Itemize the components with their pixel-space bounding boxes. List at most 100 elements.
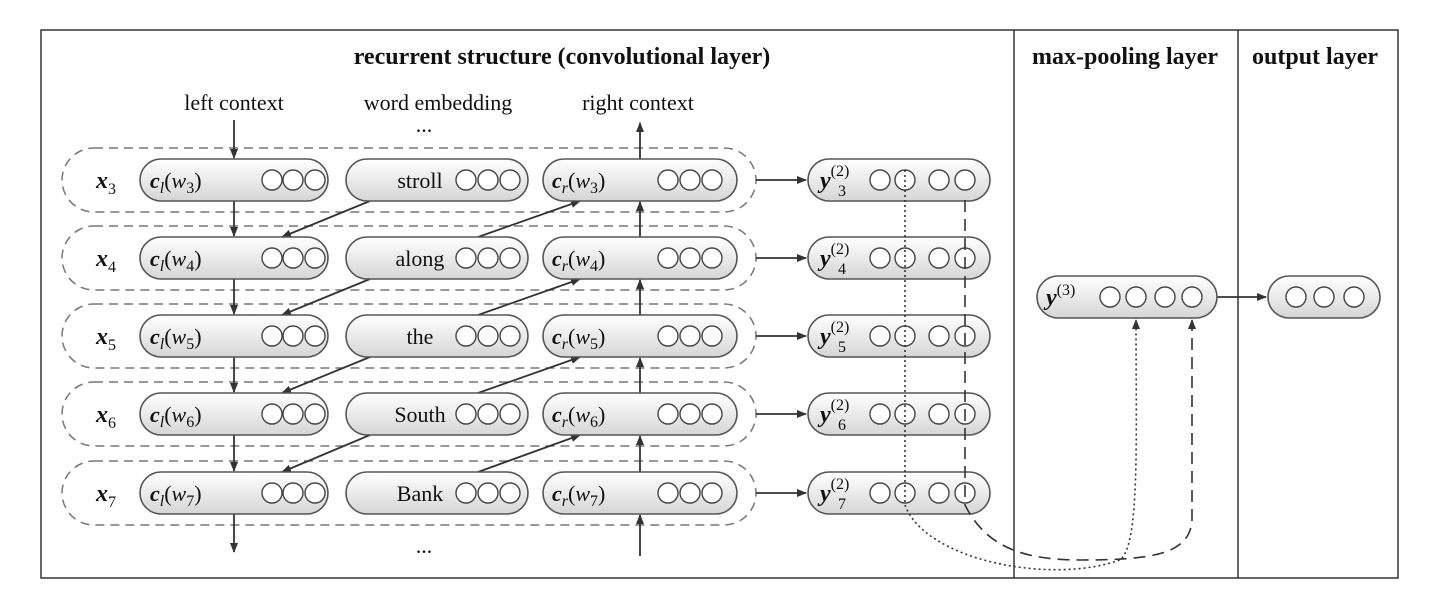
left-context-node-5-unit-1 — [261, 482, 283, 504]
input-x-label-2: x4 — [95, 246, 116, 276]
word-to-next-left-4 — [281, 434, 371, 473]
right-context-node-1-unit-2 — [679, 169, 701, 191]
left-context-label-5: cl(w7) — [150, 481, 202, 510]
maxpool-node-unit-2 — [1125, 286, 1147, 308]
word-embedding-node-2-unit-3 — [499, 247, 521, 269]
left-context-node-1-unit-2 — [282, 169, 304, 191]
right-context-node-2-unit-3 — [701, 247, 723, 269]
word-embedding-node-3-unit-1 — [455, 325, 477, 347]
left-context-label-2: cl(w4) — [150, 246, 202, 275]
latent-y2-label-4: y(2)6 — [817, 397, 849, 434]
latent-y2-node-3-unit-1 — [869, 325, 891, 347]
right-context-node-3-unit-2 — [679, 325, 701, 347]
left-context-node-4 — [139, 392, 329, 436]
word-embedding-node-5-unit-3 — [499, 482, 521, 504]
right-context-node-2-unit-2 — [679, 247, 701, 269]
latent-y2-node-4-unit-2 — [894, 403, 916, 425]
latent-y2-node-1-unit-3 — [928, 169, 950, 191]
right-context-node-5-unit-3 — [701, 482, 723, 504]
latent-y2-node-2-unit-2 — [894, 247, 916, 269]
left-context-node-3 — [139, 314, 329, 358]
left-context-label-3: cl(w5) — [150, 324, 202, 353]
left-context-node-4-unit-1 — [261, 403, 283, 425]
outer-frame — [40, 29, 1399, 579]
right-context-label-4: cr(w6) — [552, 402, 605, 431]
left-context-node-1-unit-3 — [304, 169, 326, 191]
word-embedding-node-2-unit-2 — [477, 247, 499, 269]
left-context-node-3-unit-2 — [282, 325, 304, 347]
latent-y2-label-2: y(2)4 — [817, 241, 849, 278]
word-embedding-node-5 — [345, 471, 529, 515]
left-context-node-2 — [139, 236, 329, 280]
word-embedding-node-5-unit-2 — [477, 482, 499, 504]
word-to-next-left-2 — [281, 278, 371, 316]
word-embedding-node-1-unit-1 — [455, 169, 477, 191]
maxpool-node-unit-4 — [1181, 286, 1203, 308]
word-embedding-node-1-unit-3 — [499, 169, 521, 191]
left-context-label-4: cl(w6) — [150, 402, 202, 431]
left-context-node-5 — [139, 471, 329, 515]
latent-y2-node-5-unit-2 — [894, 482, 916, 504]
latent-y2-label-5: y(2)7 — [817, 476, 849, 513]
latent-y2-node-2-unit-1 — [869, 247, 891, 269]
maxpool-node-unit-3 — [1154, 286, 1176, 308]
word-to-prev-right-3 — [477, 278, 581, 316]
right-context-label-2: cr(w4) — [552, 246, 605, 275]
input-x-label-3: x5 — [95, 324, 116, 354]
left-context-node-4-unit-3 — [304, 403, 326, 425]
output-layer-title: output layer — [1252, 44, 1378, 70]
ellipsis-bottom: ... — [416, 533, 433, 558]
left-context-node-2-unit-2 — [282, 247, 304, 269]
latent-y2-node-5-unit-3 — [928, 482, 950, 504]
pooling-connections — [904, 170, 1196, 571]
word-to-prev-right-2 — [477, 200, 581, 238]
right-context-label-1: cr(w3) — [552, 168, 605, 197]
left-context-node-4-unit-2 — [282, 403, 304, 425]
right-context-node-5-unit-2 — [679, 482, 701, 504]
word-label-5: Bank — [397, 481, 443, 506]
right-context-node-4-unit-3 — [701, 403, 723, 425]
right-context-node-4-unit-1 — [657, 403, 679, 425]
word-embedding-node-4-unit-3 — [499, 403, 521, 425]
word-embedding-node-4-unit-1 — [455, 403, 477, 425]
maxpool-node-label: y(3) — [1043, 282, 1075, 311]
left-context-node-5-unit-2 — [282, 482, 304, 504]
word-embedding-node-2 — [345, 236, 529, 280]
left-context-node-5-unit-3 — [304, 482, 326, 504]
right-context-label: right context — [582, 90, 694, 115]
right-context-node-2-unit-1 — [657, 247, 679, 269]
right-context-node-3-unit-3 — [701, 325, 723, 347]
word-embedding-node-1-unit-2 — [477, 169, 499, 191]
left-context-node-2-unit-3 — [304, 247, 326, 269]
word-label-2: along — [396, 246, 445, 271]
dashed-maxpool-path — [964, 200, 1196, 561]
latent-y2-label-1: y(2)3 — [817, 163, 849, 200]
word-label-1: stroll — [397, 168, 442, 193]
word-embedding-node-4-unit-2 — [477, 403, 499, 425]
left-context-node-3-unit-1 — [261, 325, 283, 347]
word-embedding-label: word embedding — [364, 90, 512, 115]
right-context-node-1-unit-3 — [701, 169, 723, 191]
left-context-node-3-unit-3 — [304, 325, 326, 347]
output-node-unit-3 — [1343, 286, 1365, 308]
word-to-prev-right-4 — [477, 356, 581, 394]
word-embedding-node-5-unit-1 — [455, 482, 477, 504]
right-context-label-5: cr(w7) — [552, 481, 605, 510]
recurrent-structure-title: recurrent structure (convolutional layer… — [354, 44, 771, 70]
word-embedding-node-3-unit-3 — [499, 325, 521, 347]
word-embedding-node-1 — [345, 158, 529, 202]
output-node-unit-2 — [1313, 286, 1335, 308]
input-x-label-4: x6 — [95, 402, 116, 432]
ellipsis-top: ... — [416, 112, 433, 137]
latent-y2-node-1-unit-1 — [869, 169, 891, 191]
input-x-label-1: x3 — [95, 168, 116, 198]
max-pooling-title: max-pooling layer — [1032, 44, 1218, 70]
word-embedding-node-4 — [345, 392, 529, 436]
right-context-node-5-unit-1 — [657, 482, 679, 504]
word-embedding-node-3-unit-2 — [477, 325, 499, 347]
latent-y2-node-1-unit-4 — [954, 169, 976, 191]
right-context-node-4-unit-2 — [679, 403, 701, 425]
latent-y2-node-3-unit-3 — [928, 325, 950, 347]
word-to-next-left-1 — [281, 200, 371, 238]
